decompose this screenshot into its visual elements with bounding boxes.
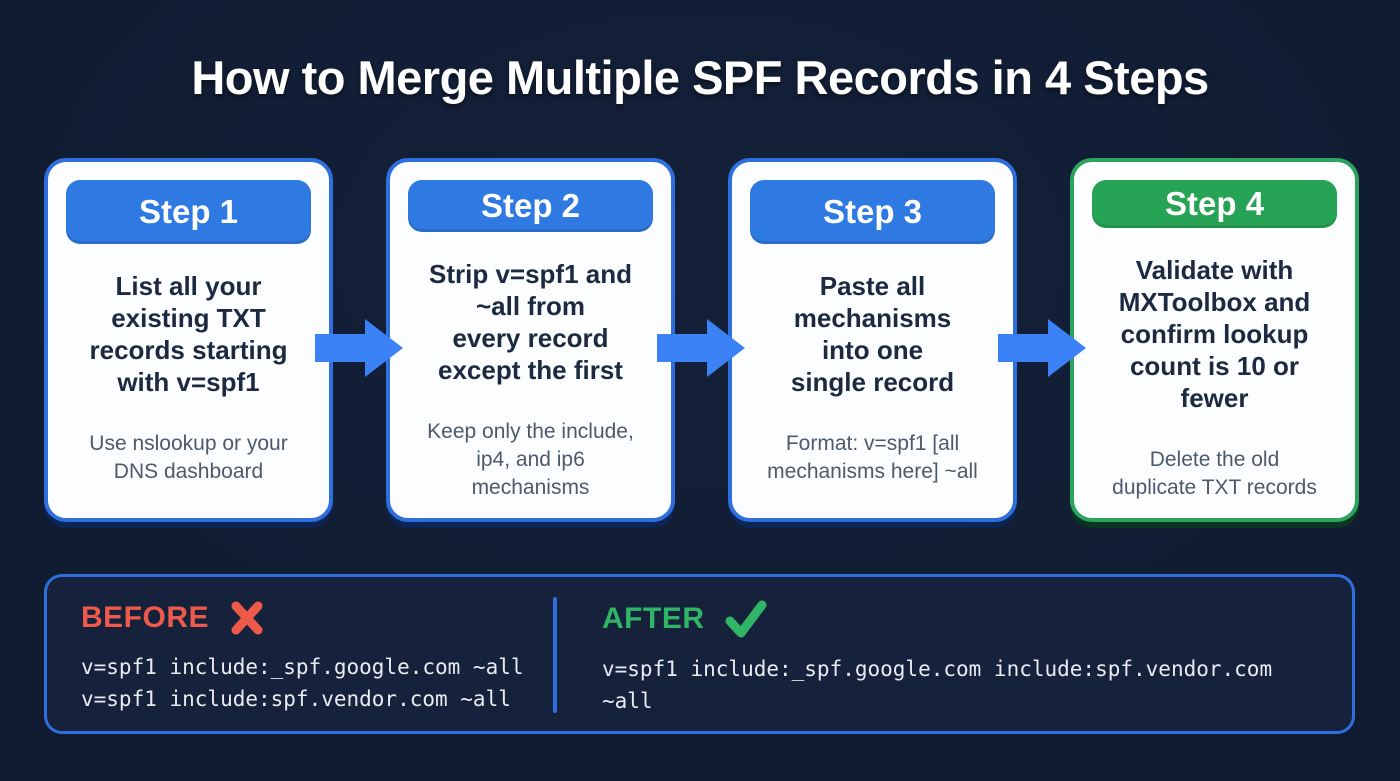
step-badge: Step 2 [408,180,653,232]
step-badge: Step 1 [66,180,311,244]
step-card-3: Step 3 Paste all mechanisms into one sin… [728,158,1017,522]
arrow-right-icon [657,319,745,377]
page-title: How to Merge Multiple SPF Records in 4 S… [191,51,1209,104]
steps-row: Step 1 List all your existing TXT record… [44,158,1359,522]
step-detail: Keep only the include, ip4, and ip6 mech… [427,420,634,499]
step-card-4: Step 4 Validate with MXToolbox and confi… [1070,158,1359,522]
step-detail: Format: v=spf1 [all mechanisms here] ~al… [767,432,978,483]
arrow-shaft [657,334,709,362]
arrow-head [1048,319,1086,377]
arrow-head [365,319,403,377]
after-label-row: AFTER [602,599,1332,639]
after-column: AFTER v=spf1 include:_spf.google.com inc… [557,599,1332,713]
step-card-2: Step 2 Strip v=spf1 and ~all from every … [386,158,675,522]
check-mark-icon [723,599,769,639]
before-label-row: BEFORE [81,599,553,637]
before-after-divider [553,597,557,713]
step-detail: Delete the old duplicate TXT records [1112,448,1317,499]
code-line: v=spf1 include:_spf.google.com include:s… [602,657,1273,713]
before-code-block: v=spf1 include:_spf.google.com ~all v=sp… [81,651,553,715]
after-code-block: v=spf1 include:_spf.google.com include:s… [602,653,1332,717]
step-card-1: Step 1 List all your existing TXT record… [44,158,333,522]
arrow-right-icon [315,319,403,377]
arrow-head [707,319,745,377]
after-label: AFTER [602,602,705,635]
comparison-panel: BEFORE v=spf1 include:_spf.google.com ~a… [44,574,1355,734]
step-badge: Step 4 [1092,180,1337,228]
step-heading: List all your existing TXT records start… [89,271,288,397]
code-line: v=spf1 include:spf.vendor.com ~all [81,687,511,711]
step-detail: Use nslookup or your DNS dashboard [89,432,288,483]
before-column: BEFORE v=spf1 include:_spf.google.com ~a… [81,599,553,711]
x-mark-icon [227,599,267,637]
arrow-shaft [998,334,1050,362]
arrow-shaft [315,334,367,362]
step-heading: Validate with MXToolbox and confirm look… [1118,255,1311,413]
step-heading: Strip v=spf1 and ~all from every record … [429,259,632,385]
step-heading: Paste all mechanisms into one single rec… [790,271,955,397]
code-line: v=spf1 include:_spf.google.com ~all [81,655,524,679]
before-label: BEFORE [81,601,210,634]
step-badge: Step 3 [750,180,995,244]
arrow-right-icon [998,319,1086,377]
